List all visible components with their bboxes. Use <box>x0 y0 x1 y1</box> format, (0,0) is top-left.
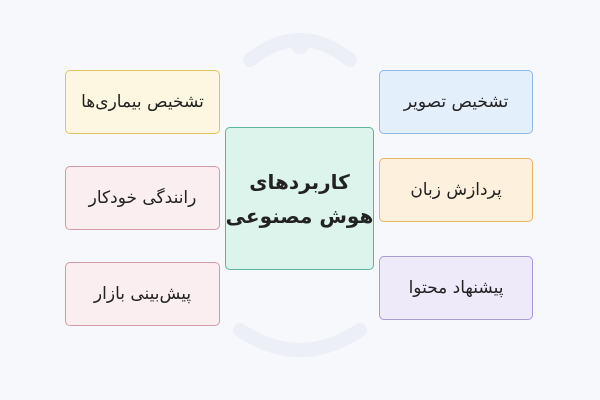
node-label: پردازش زبان <box>410 179 502 200</box>
center-node: کاربردهای هوش مصنوعی <box>225 127 374 270</box>
node-market-prediction: پیش‌بینی بازار <box>65 262 220 326</box>
node-image-recognition: تشخیص تصویر <box>379 70 533 134</box>
node-language-processing: پردازش زبان <box>379 158 533 222</box>
node-self-driving: رانندگی خودکار <box>65 166 220 230</box>
center-node-title-line-1: کاربردهای <box>249 169 350 194</box>
node-label: تشخیص بیماری‌ها <box>81 91 204 112</box>
node-label: پیشنهاد محتوا <box>408 277 504 298</box>
node-label: پیش‌بینی بازار <box>93 283 192 304</box>
node-label: رانندگی خودکار <box>88 187 197 208</box>
node-disease-diagnosis: تشخیص بیماری‌ها <box>65 70 220 134</box>
node-content-recommendation: پیشنهاد محتوا <box>379 256 533 320</box>
node-label: تشخیص تصویر <box>403 91 509 112</box>
center-node-title-line-2: هوش مصنوعی <box>225 203 374 228</box>
